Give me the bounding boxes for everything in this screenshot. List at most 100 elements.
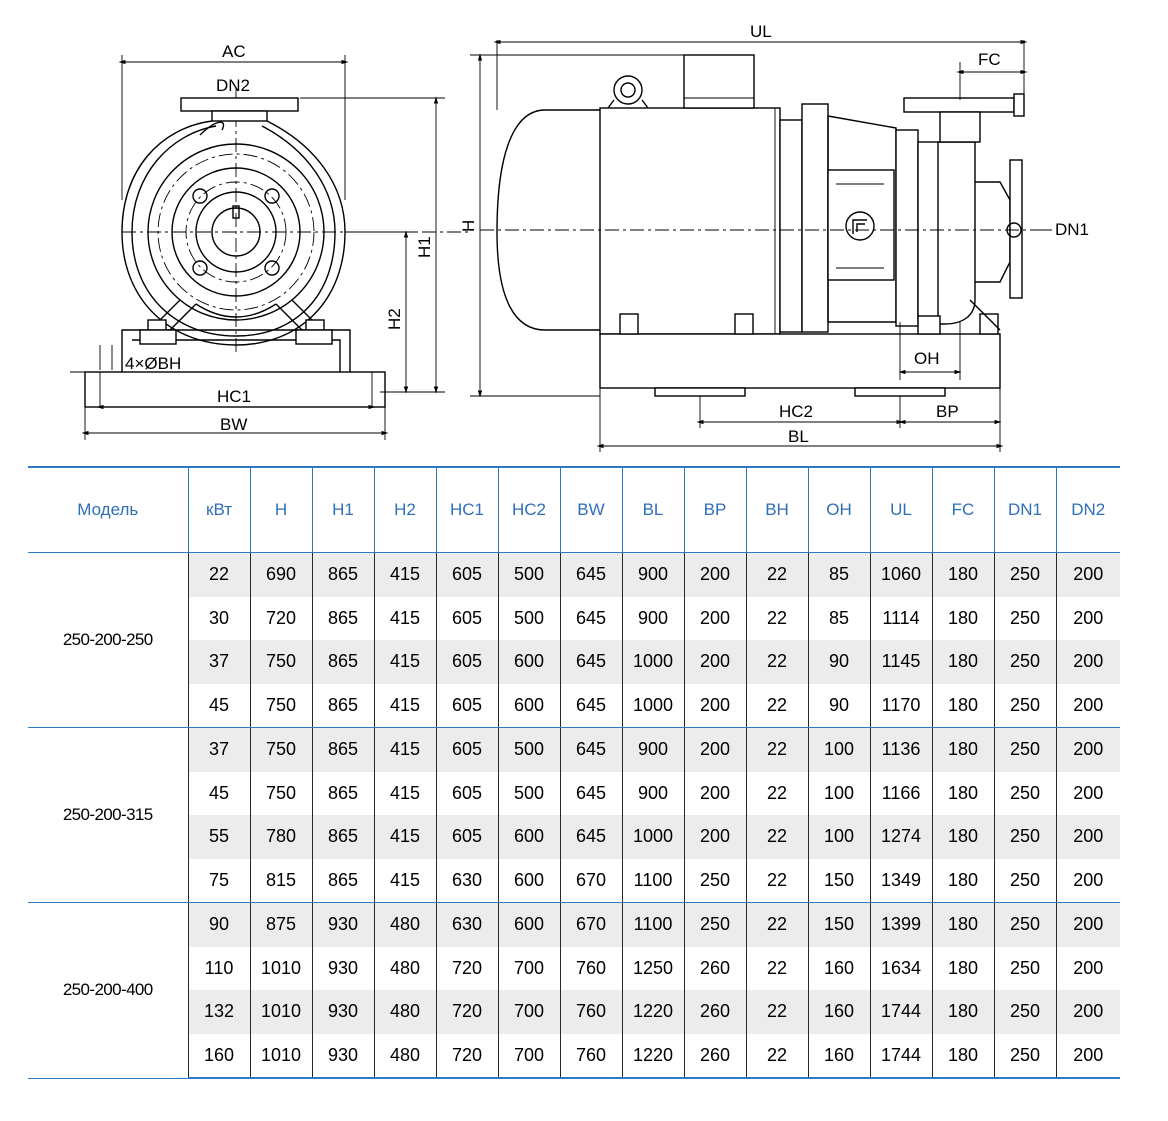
table-cell: 250	[993, 946, 1056, 990]
table-cell: 645	[559, 640, 622, 684]
table-cell: 250	[993, 683, 1056, 728]
table-cell: 1100	[621, 902, 684, 947]
table-cell: 605	[435, 596, 498, 640]
table-cell: 875	[249, 902, 312, 947]
table-cell: 180	[931, 552, 994, 597]
table-cell: 85	[807, 552, 870, 597]
table-cell: 200	[683, 815, 746, 859]
header-bw: BW	[559, 466, 622, 553]
table-cell: 200	[1055, 858, 1120, 903]
h1-label: H1	[415, 236, 434, 258]
table-cell: 500	[497, 771, 560, 815]
hc2-label: HC2	[779, 402, 813, 421]
table-cell: 645	[559, 552, 622, 597]
table-cell: 250	[993, 727, 1056, 772]
table-cell: 700	[497, 990, 560, 1034]
table-cell: 1136	[869, 727, 932, 772]
table-cell: 605	[435, 683, 498, 728]
table-cell: 700	[497, 946, 560, 990]
table-cell: 180	[931, 990, 994, 1034]
header-h2: H2	[373, 466, 436, 553]
table-cell: 750	[249, 771, 312, 815]
table-cell: 865	[311, 596, 374, 640]
table-cell: 750	[249, 640, 312, 684]
table-cell: 200	[1055, 902, 1120, 947]
table-cell: 1060	[869, 552, 932, 597]
table-cell: 90	[807, 683, 870, 728]
table-cell: 645	[559, 683, 622, 728]
table-cell: 250	[993, 815, 1056, 859]
table-cell: 250	[993, 596, 1056, 640]
table-cell: 1166	[869, 771, 932, 815]
h2-label: H2	[385, 308, 404, 330]
table-cell: 150	[807, 902, 870, 947]
table-cell: 1170	[869, 683, 932, 728]
table-cell: 645	[559, 771, 622, 815]
table-cell: 1010	[249, 946, 312, 990]
table-cell: 720	[249, 596, 312, 640]
table-cell: 160	[187, 1033, 250, 1079]
header-model: Модель	[28, 466, 188, 553]
table-cell: 415	[373, 640, 436, 684]
front-view	[84, 88, 470, 408]
bw-label: BW	[220, 415, 247, 434]
table-cell: 930	[311, 902, 374, 947]
table-cell: 45	[187, 771, 250, 815]
table-cell: 200	[1055, 727, 1120, 772]
table-cell: 1250	[621, 946, 684, 990]
table-cell: 180	[931, 946, 994, 990]
fc-label: FC	[978, 50, 1001, 69]
table-cell: 90	[187, 902, 250, 947]
table-cell: 30	[187, 596, 250, 640]
table-cell: 250	[993, 640, 1056, 684]
table-cell: 605	[435, 640, 498, 684]
ul-label: UL	[750, 22, 772, 41]
side-view	[480, 54, 1040, 397]
table-cell: 865	[311, 858, 374, 903]
table-cell: 1349	[869, 858, 932, 903]
pump-dimension-drawing: AC DN2 H1 H2 4×ØBH HC1 BW	[70, 22, 1089, 452]
table-cell: 200	[1055, 990, 1120, 1034]
table-cell: 415	[373, 815, 436, 859]
header-квт: кВт	[187, 466, 250, 553]
table-cell: 670	[559, 858, 622, 903]
table-cell: 250	[683, 902, 746, 947]
table-cell: 180	[931, 683, 994, 728]
table-cell: 180	[931, 640, 994, 684]
table-cell: 760	[559, 946, 622, 990]
table-cell: 22	[745, 990, 808, 1034]
table-cell: 200	[683, 552, 746, 597]
table-cell: 180	[931, 771, 994, 815]
table-cell: 415	[373, 552, 436, 597]
header-dn1: DN1	[993, 466, 1056, 553]
table-cell: 600	[497, 902, 560, 947]
model-cell: 250-200-250	[28, 552, 188, 728]
table-cell: 200	[683, 596, 746, 640]
table-cell: 22	[745, 858, 808, 903]
table-cell: 930	[311, 946, 374, 990]
table-cell: 100	[807, 815, 870, 859]
table-cell: 180	[931, 902, 994, 947]
table-cell: 180	[931, 815, 994, 859]
table-cell: 200	[1055, 640, 1120, 684]
table-cell: 55	[187, 815, 250, 859]
table-cell: 865	[311, 727, 374, 772]
table-cell: 720	[435, 990, 498, 1034]
table-cell: 160	[807, 1033, 870, 1079]
table-cell: 200	[1055, 815, 1120, 859]
table-cell: 865	[311, 815, 374, 859]
table-cell: 250	[993, 1033, 1056, 1079]
header-bh: BH	[745, 466, 808, 553]
oh-label: OH	[914, 349, 940, 368]
table-cell: 45	[187, 683, 250, 728]
table-cell: 865	[311, 552, 374, 597]
table-cell: 200	[1055, 771, 1120, 815]
table-cell: 480	[373, 902, 436, 947]
